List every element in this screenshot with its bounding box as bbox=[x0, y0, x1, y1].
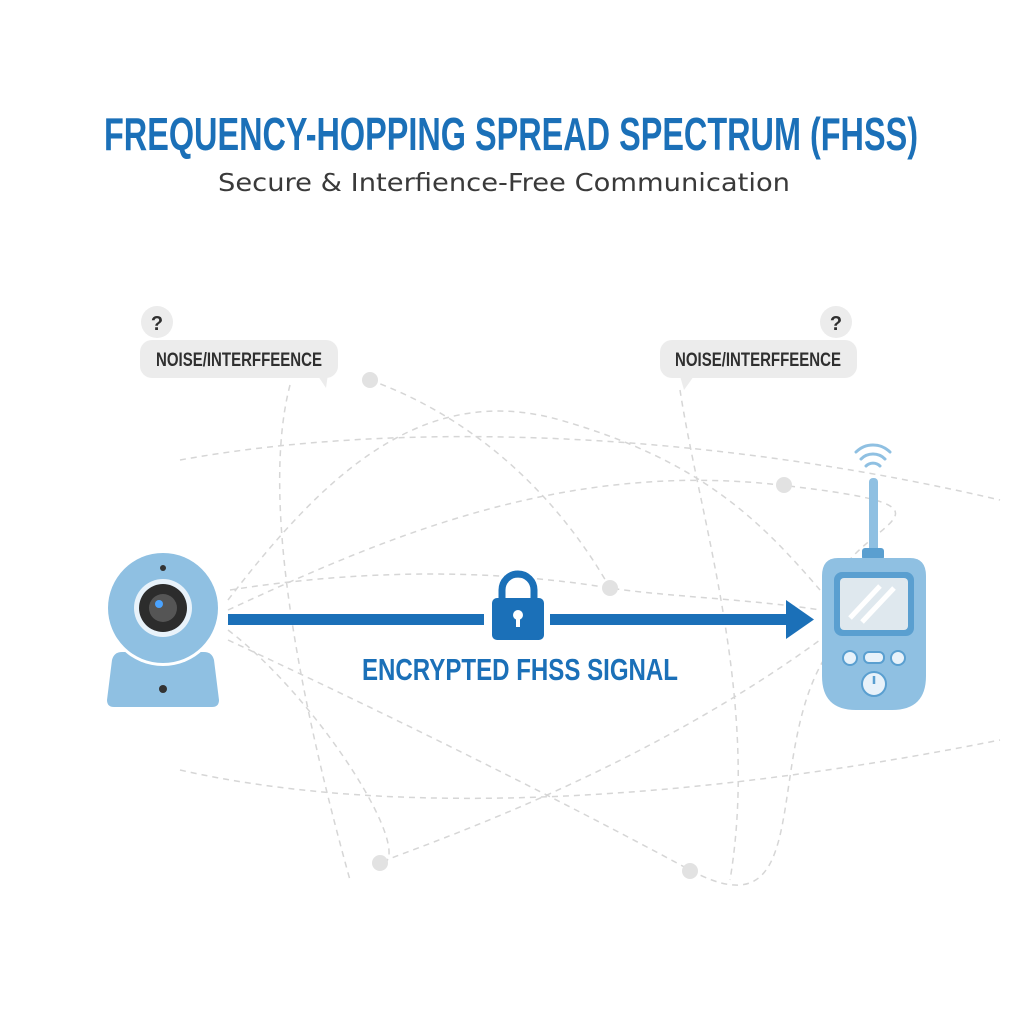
noise-label: NOISE/INTERFFEENCE bbox=[675, 350, 841, 371]
camera-icon bbox=[105, 550, 221, 707]
page-subtitle: Secure & Interfience-Free Communication bbox=[218, 168, 790, 197]
noise-bubble-right: ? NOISE/INTERFFEENCE bbox=[660, 306, 857, 390]
signal-label: ENCRYPTED FHSS SIGNAL bbox=[362, 652, 678, 687]
page-title: FREQUENCY-HOPPING SPREAD SPECTRUM (FHSS) bbox=[104, 108, 918, 160]
noise-bubble-left: ? NOISE/INTERFFEENCE bbox=[140, 306, 338, 388]
handheld-receiver-icon bbox=[822, 443, 926, 710]
lock-icon bbox=[484, 570, 550, 640]
wifi-icon bbox=[854, 443, 892, 468]
question-mark-icon: ? bbox=[830, 313, 842, 335]
question-mark-icon: ? bbox=[151, 313, 163, 335]
noise-label: NOISE/INTERFFEENCE bbox=[156, 350, 322, 371]
hopping-paths bbox=[179, 372, 1001, 886]
